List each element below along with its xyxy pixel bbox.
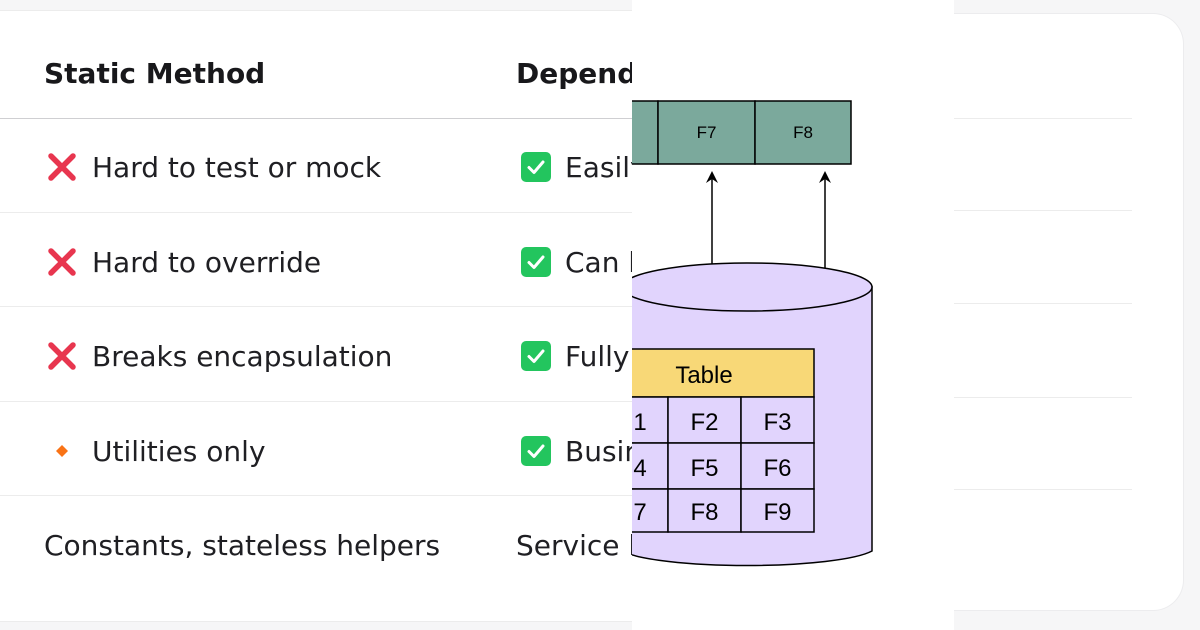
check-mark-icon	[521, 247, 551, 277]
grid-cell-label: F9	[763, 499, 791, 526]
table-row-cell: Utilities only	[46, 431, 266, 471]
row-left-text: Hard to test or mock	[92, 150, 382, 184]
field-box	[657, 100, 756, 165]
row-right-text: Easily	[565, 150, 632, 184]
cylinder-top	[632, 262, 873, 312]
grid-cell	[667, 442, 742, 490]
table-row-cell: Hard to test or mock	[46, 147, 381, 187]
comparison-table: Static Method Depende Hard to test or mo…	[0, 10, 632, 622]
table-grid: 1 F2 F3 4 F5 F6 7 F8 F9	[632, 396, 815, 533]
row-left-text: Hard to override	[92, 245, 322, 279]
grid-cell	[667, 488, 742, 533]
database-diagram: F7 F8 Table 1 F2 F3 4 F5 F6	[632, 0, 954, 630]
grid-cell	[740, 488, 815, 533]
grid-cell-label: F2	[690, 409, 718, 436]
grid-cell-label: F6	[763, 455, 791, 482]
row-divider	[900, 303, 1132, 304]
cross-mark-icon	[46, 151, 78, 183]
footer-left-text: Constants, stateless helpers	[44, 528, 441, 562]
table-row-cell: Easily	[521, 147, 632, 187]
grid-cell-label: F3	[763, 409, 791, 436]
table-label: Table	[675, 362, 732, 389]
table-row-cell: Fully	[521, 336, 629, 376]
row-divider	[900, 397, 1132, 398]
grid-cell-label: 4	[633, 455, 646, 482]
cross-mark-icon	[46, 340, 78, 372]
row-divider	[900, 210, 1132, 211]
row-right-text: Fully	[565, 339, 630, 373]
grid-cell-label: 1	[633, 409, 646, 436]
table-row-cell: Breaks encapsulation	[46, 336, 392, 376]
cross-mark-icon	[46, 246, 78, 278]
field-box	[754, 100, 852, 165]
grid-cell	[740, 442, 815, 490]
table-row-cell: Can b	[521, 242, 632, 282]
grid-cell-label: F8	[690, 499, 718, 526]
column-header-static-method: Static Method	[44, 56, 266, 90]
row-right-text: Can b	[565, 245, 632, 279]
check-mark-icon	[521, 152, 551, 182]
row-divider	[900, 118, 1132, 119]
check-mark-icon	[521, 436, 551, 466]
table-row-cell: Hard to override	[46, 242, 321, 282]
row-divider	[0, 495, 632, 496]
field-label: F7	[697, 123, 717, 142]
row-divider	[0, 306, 632, 307]
footer-right-text: Service la	[516, 528, 632, 562]
row-divider	[0, 401, 632, 402]
diamond-icon	[46, 435, 78, 467]
row-left-text: Breaks encapsulation	[92, 339, 393, 373]
row-divider	[0, 212, 632, 213]
grid-cell-label: F5	[690, 455, 718, 482]
table-row-cell: Busin	[521, 431, 632, 471]
row-divider	[900, 489, 1132, 490]
field-label: F8	[793, 123, 813, 142]
grid-cell	[740, 396, 815, 444]
header-divider	[0, 118, 632, 119]
field-box	[632, 100, 659, 165]
row-right-text: Busin	[565, 434, 632, 468]
row-left-text: Utilities only	[92, 434, 266, 468]
diagram-canvas: F7 F8 Table 1 F2 F3 4 F5 F6	[632, 100, 873, 567]
column-header-dependency: Depende	[516, 56, 632, 90]
check-mark-icon	[521, 341, 551, 371]
grid-cell-label: 7	[633, 499, 646, 526]
